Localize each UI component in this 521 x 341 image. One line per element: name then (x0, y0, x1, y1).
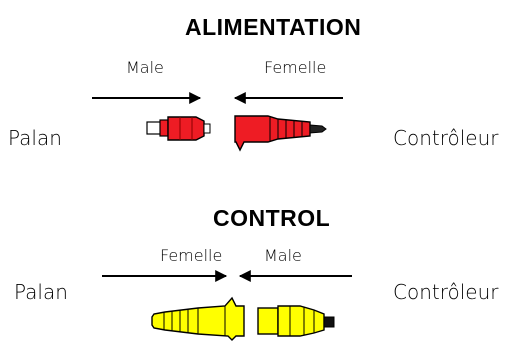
control-controleur-label: Contrôleur (393, 280, 499, 304)
yellow-male-plug-icon (257, 305, 335, 337)
control-palan-label: Palan (14, 280, 68, 304)
red-male-plug-icon (146, 116, 211, 141)
alimentation-male-label: Male (126, 58, 164, 77)
control-title: CONTROL (213, 205, 331, 231)
control-male-label: Male (264, 246, 302, 265)
red-female-connector-icon (234, 115, 327, 152)
control-femelle-label: Femelle (160, 246, 223, 265)
alimentation-controleur-label: Contrôleur (393, 126, 499, 150)
alimentation-palan-label: Palan (8, 126, 62, 150)
yellow-female-connector-icon (151, 296, 245, 341)
alimentation-title: ALIMENTATION (185, 14, 362, 40)
alimentation-femelle-label: Femelle (264, 58, 327, 77)
